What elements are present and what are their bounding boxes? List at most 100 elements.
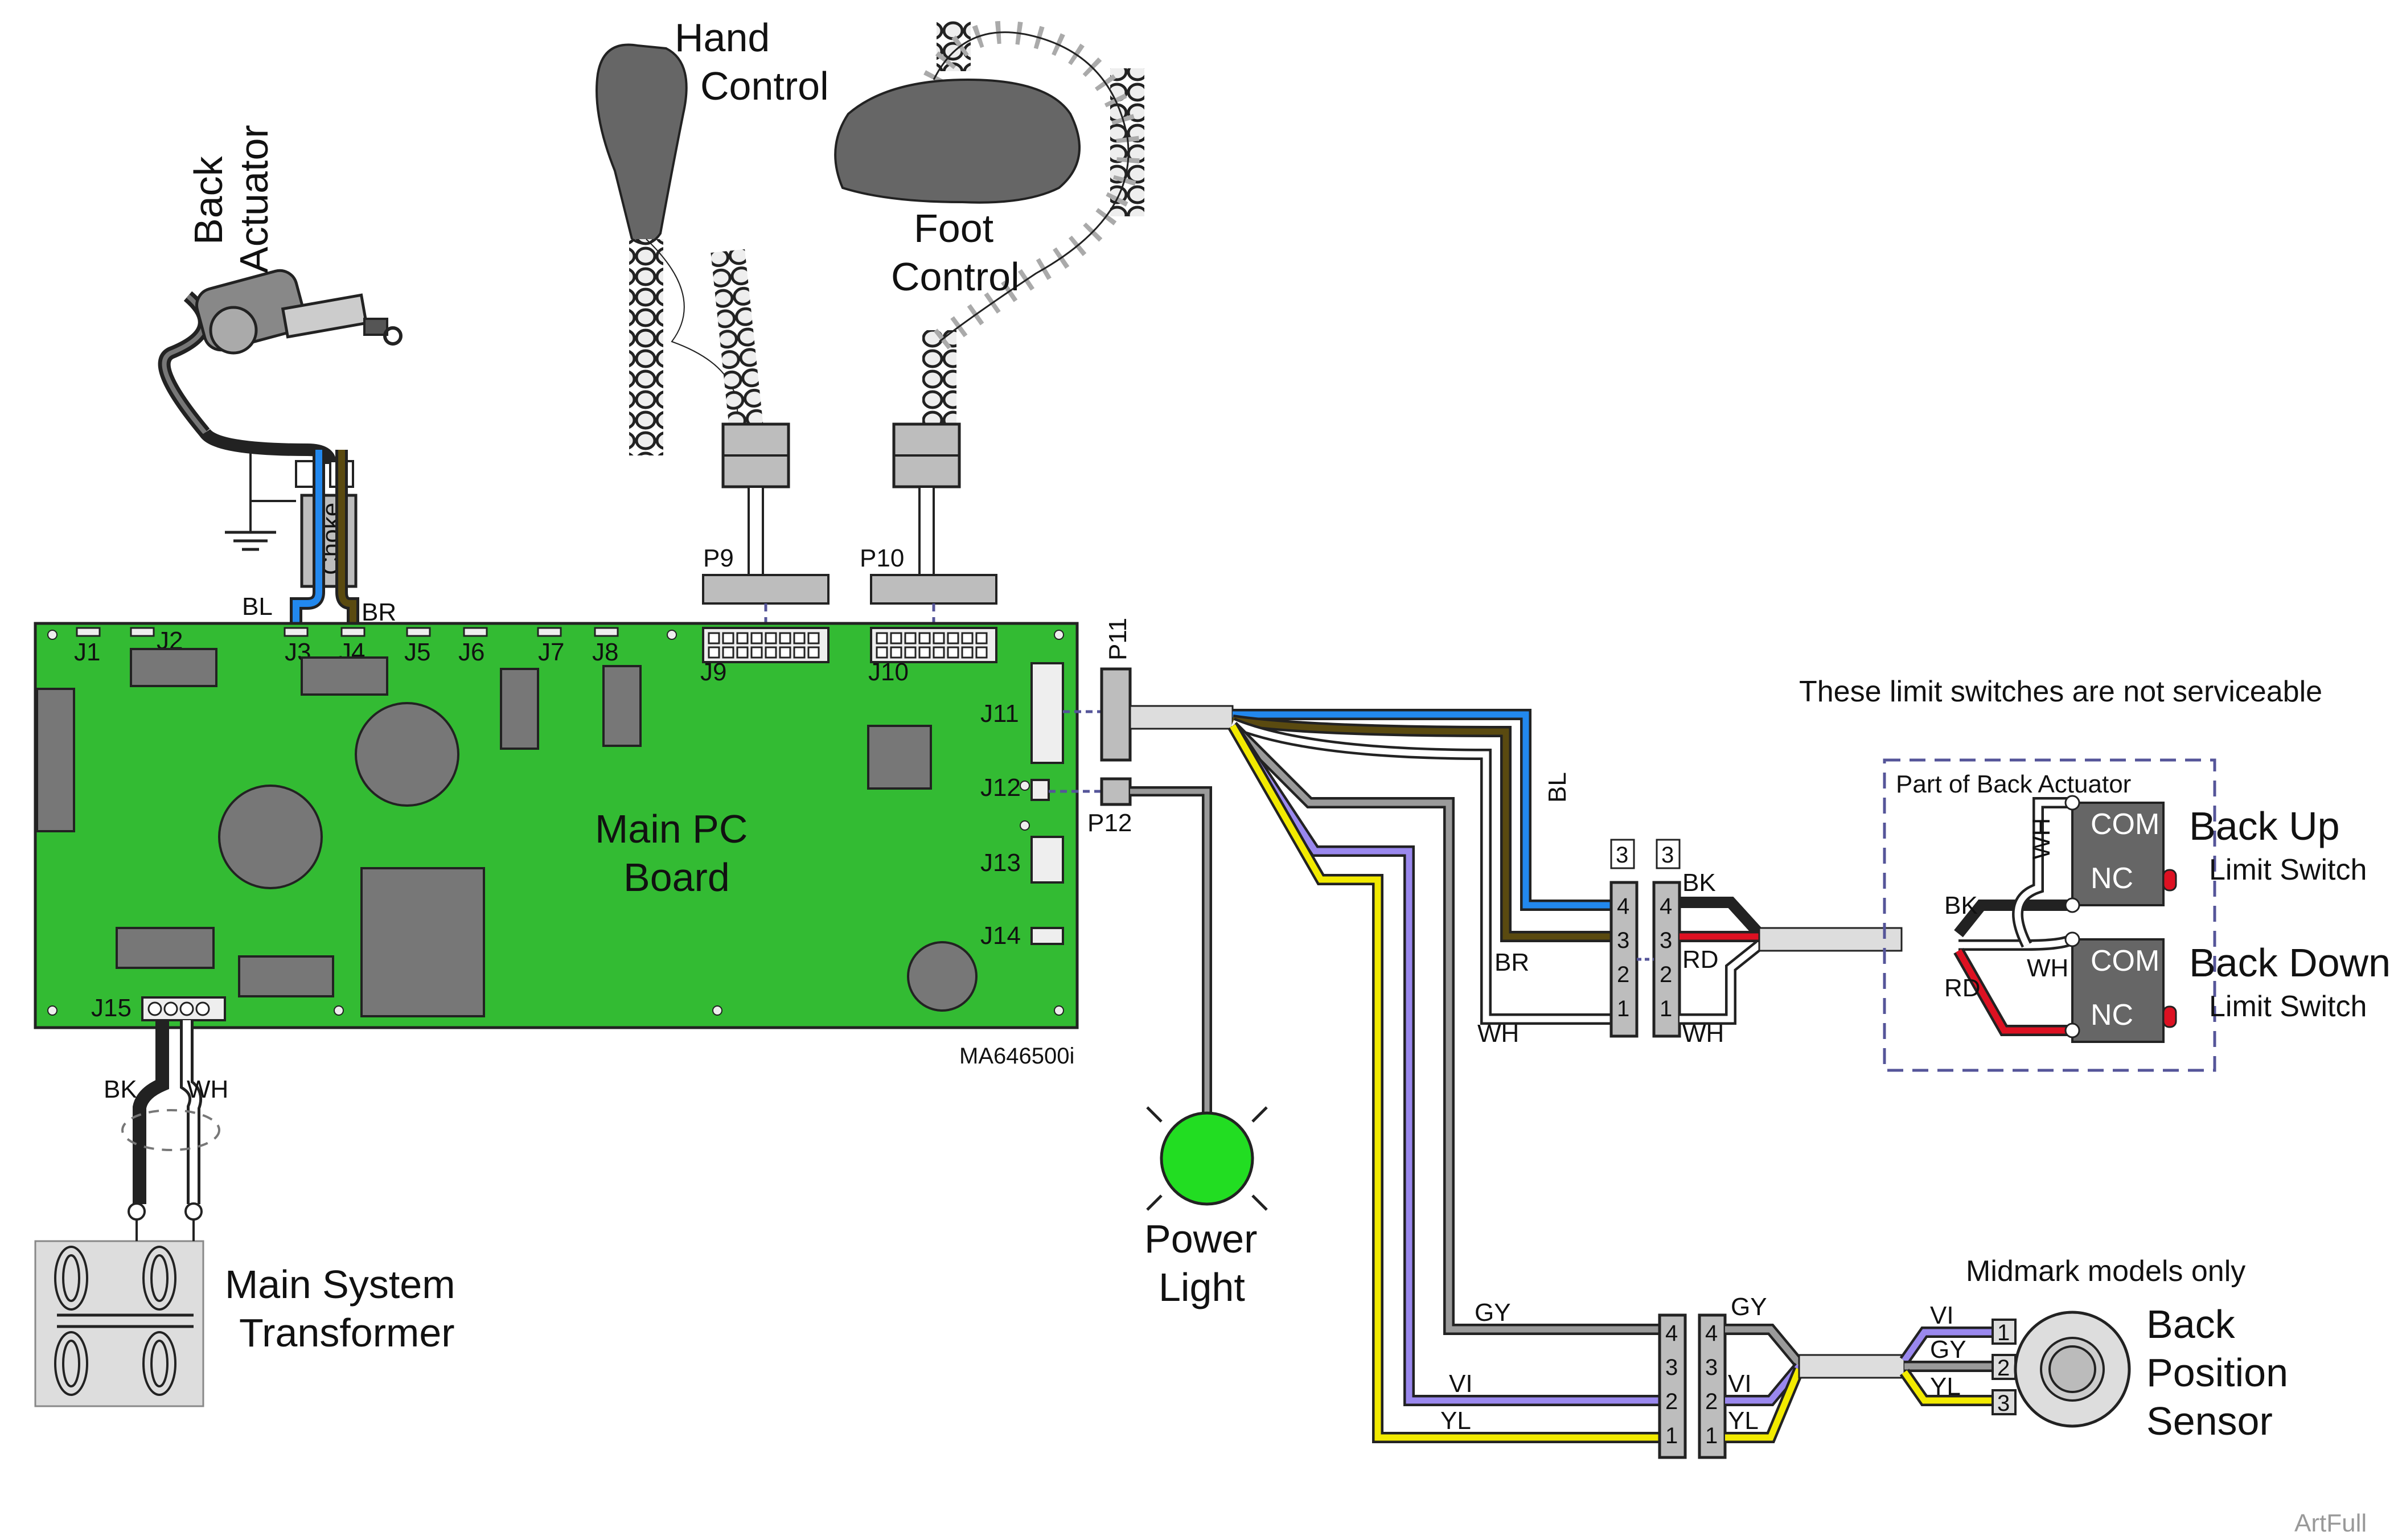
main-system-transformer-label-line1: Main System xyxy=(225,1262,455,1307)
back-up-com-terminal: COM xyxy=(2091,808,2159,841)
sensor-pin-3-left: 3 xyxy=(1665,1355,1678,1380)
connector-label-j14: J14 xyxy=(980,922,1021,950)
sensor-pin-1-left: 1 xyxy=(1665,1423,1678,1448)
connector-qty-left: 3 xyxy=(1616,843,1628,868)
wire-label-wh-j15: WH xyxy=(187,1075,228,1103)
back-position-sensor-label-line3: Sensor xyxy=(2146,1399,2273,1443)
foot-control-label-line1: Foot xyxy=(914,206,993,250)
wire-label-bk-connector: BK xyxy=(1682,869,1716,897)
sensor-terminal-3: 3 xyxy=(1997,1391,2010,1416)
wire-label-gy-sensor: GY xyxy=(1930,1336,1966,1364)
part-of-back-actuator-label: Part of Back Actuator xyxy=(1896,770,2131,798)
connector-label-j6: J6 xyxy=(458,638,484,666)
back-actuator-label-line2: Actuator xyxy=(232,125,276,273)
connector-label-j12: J12 xyxy=(980,774,1021,802)
connector-label-p11: P11 xyxy=(1104,618,1132,660)
pin-2-right: 2 xyxy=(1660,962,1672,987)
main-pc-board-label-line1: Main PC xyxy=(595,807,748,851)
pin-2-left: 2 xyxy=(1617,962,1629,987)
connector-label-p12: P12 xyxy=(1087,809,1132,837)
wire-label-rd-connector: RD xyxy=(1682,946,1719,974)
back-up-limit-switch: COM NC Back Up Limit Switch xyxy=(2064,795,2367,913)
wire-label-gy-harness: GY xyxy=(1475,1299,1511,1327)
connector-label-j9: J9 xyxy=(700,658,726,686)
main-system-transformer-label-line2: Transformer xyxy=(239,1311,455,1355)
wire-label-vi-sensor-conn: VI xyxy=(1728,1370,1752,1398)
not-serviceable-note: These limit switches are not serviceable xyxy=(1799,675,2322,708)
pin-4-right: 4 xyxy=(1660,894,1672,919)
back-down-limit-switch: COM NC Back Down Limit Switch xyxy=(2064,931,2391,1043)
hand-control: Hand Control xyxy=(596,15,829,579)
connector-label-j13: J13 xyxy=(980,849,1021,877)
foot-control-label-line2: Control xyxy=(891,254,1020,299)
choke-assembly: Choke BL BR xyxy=(199,428,396,632)
wire-label-bl: BL xyxy=(242,593,273,621)
part-of-back-actuator-box xyxy=(1883,758,2216,1072)
back-position-sensor-label-line2: Position xyxy=(2146,1350,2288,1395)
wire-label-vi-harness: VI xyxy=(1449,1370,1473,1398)
pin-1-left: 1 xyxy=(1617,996,1629,1021)
pin-3-right: 3 xyxy=(1660,928,1672,953)
part-number: MA646500i xyxy=(959,1044,1074,1069)
connector-label-j7: J7 xyxy=(538,638,564,666)
pin-3-left: 3 xyxy=(1617,928,1629,953)
connector-label-p9: P9 xyxy=(703,544,734,572)
connector-label-j11: J11 xyxy=(980,700,1019,728)
wire-label-bl-harness: BL xyxy=(1543,772,1571,803)
sensor-pin-2-right: 2 xyxy=(1705,1389,1718,1414)
connector-label-j1: J1 xyxy=(74,638,100,666)
midmark-only-note: Midmark models only xyxy=(1966,1255,2245,1288)
wire-label-yl-harness: YL xyxy=(1440,1407,1471,1435)
back-position-sensor-label-line1: Back xyxy=(2146,1302,2236,1346)
back-down-nc-terminal: NC xyxy=(2091,999,2133,1032)
harness-wires xyxy=(1227,709,1660,1443)
main-system-transformer: BK WH Main System Transformer xyxy=(34,1020,455,1407)
back-down-label-line1: Back Down xyxy=(2189,941,2391,985)
connector-label-j5: J5 xyxy=(404,638,430,666)
back-down-label-line2: Limit Switch xyxy=(2209,990,2367,1023)
plug-p10: P10 xyxy=(860,544,997,643)
wire-label-br: BR xyxy=(362,598,396,626)
wire-label-yl-sensor: YL xyxy=(1930,1373,1961,1401)
sensor-pin-4-left: 4 xyxy=(1665,1321,1678,1346)
sensor-pin-4-right: 4 xyxy=(1705,1321,1718,1346)
back-up-label-line1: Back Up xyxy=(2189,804,2340,848)
connector-label-j8: J8 xyxy=(592,638,618,666)
sensor-pin-3-right: 3 xyxy=(1705,1355,1718,1380)
sensor-terminal-2: 2 xyxy=(1997,1356,2010,1381)
pin-1-right: 1 xyxy=(1660,996,1672,1021)
power-light-label-line1: Power xyxy=(1144,1217,1257,1261)
artfull-label: ArtFull xyxy=(2294,1509,2367,1537)
power-light: Power Light xyxy=(1144,1106,1268,1309)
foot-control: Foot Control xyxy=(834,20,1144,579)
wire-label-wh-switch-up: WH xyxy=(2027,818,2055,860)
wire-label-br-harness: BR xyxy=(1494,948,1529,976)
sensor-pin-1-right: 1 xyxy=(1705,1423,1718,1448)
back-actuator-label-line1: Back xyxy=(186,155,231,245)
ground-symbol xyxy=(225,501,276,551)
wire-label-wh-switch: WH xyxy=(2027,954,2068,982)
wire-label-vi-sensor: VI xyxy=(1930,1301,1954,1329)
connector-label-j10: J10 xyxy=(868,658,909,686)
main-pc-board: J1 J2 J3 J4 J5 J6 J7 J8 J9 J10 J11 J12 J… xyxy=(34,622,1079,1069)
hand-control-label-line1: Hand xyxy=(675,15,770,60)
back-up-label-line2: Limit Switch xyxy=(2209,853,2367,886)
connector-label-p10: P10 xyxy=(860,544,904,572)
sensor-connector-pair: 4 3 2 1 4 3 2 1 xyxy=(1658,1313,1727,1459)
plug-p11: P11 xyxy=(1063,618,1234,762)
sensor-wires xyxy=(1725,1324,1993,1443)
back-actuator: Back Actuator xyxy=(158,125,403,437)
wire-label-gy-sensor-conn: GY xyxy=(1731,1293,1767,1321)
back-down-com-terminal: COM xyxy=(2091,944,2159,978)
sensor-terminal-1: 1 xyxy=(1997,1320,2010,1345)
limit-switch-internal-wiring xyxy=(1953,797,2075,1036)
plug-p9: P9 xyxy=(702,544,830,643)
hand-control-label-line2: Control xyxy=(700,64,829,108)
plug-p12: P12 xyxy=(1049,777,1212,1139)
wire-label-wh-harness: WH xyxy=(1477,1020,1519,1048)
connector-qty-right: 3 xyxy=(1661,843,1674,868)
wire-label-bk-j15: BK xyxy=(104,1075,137,1103)
back-up-nc-terminal: NC xyxy=(2091,862,2133,895)
limit-switch-connector-pair: 3 3 4 3 2 1 4 3 2 1 xyxy=(1609,839,1681,1038)
